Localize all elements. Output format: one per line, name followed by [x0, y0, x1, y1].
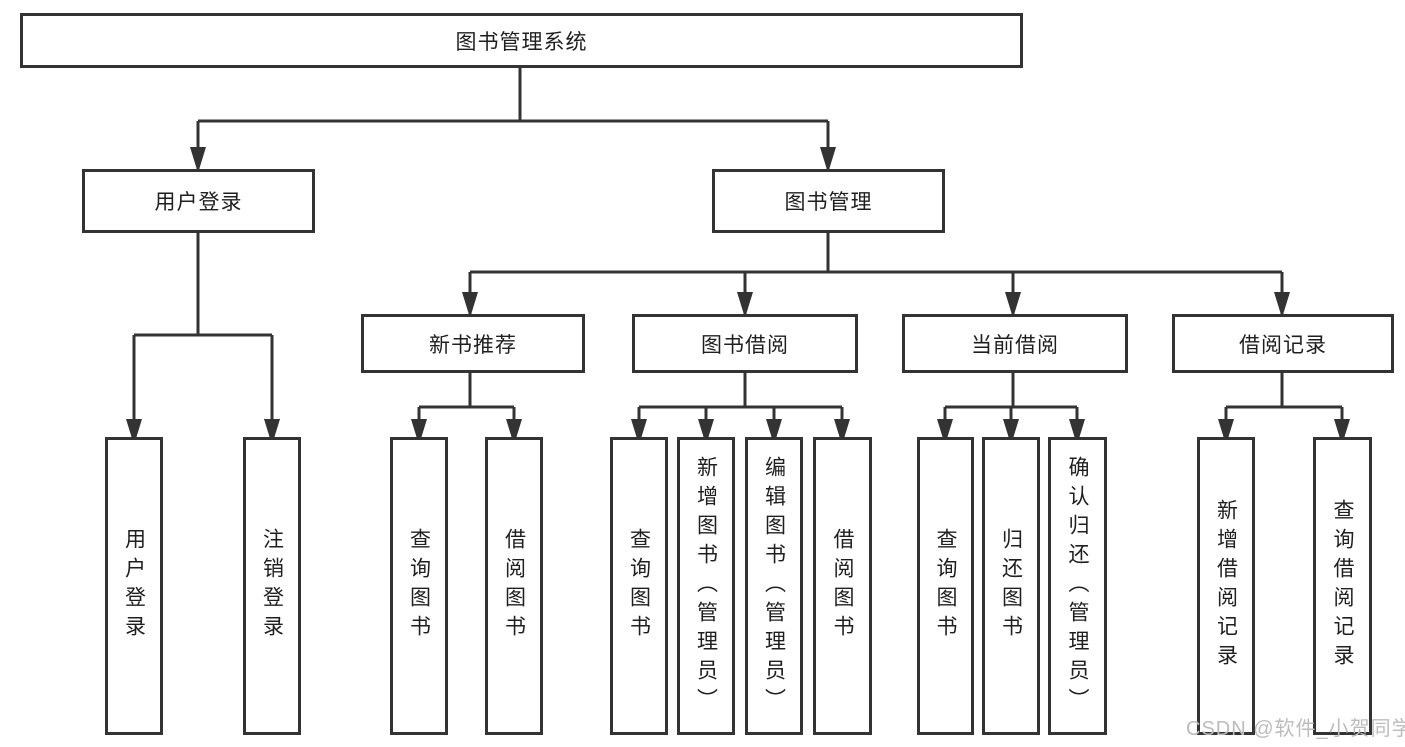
leaf-label: 新增图书（管理员）	[694, 455, 718, 717]
leaf-label: 查询图书	[407, 528, 431, 644]
leaf-borrow-book-borrowing: 借阅图书	[813, 437, 872, 735]
node-book-borrowing: 图书借阅	[632, 314, 858, 373]
node-library-management-system: 图书管理系统	[20, 13, 1023, 68]
leaf-label: 确认归还（管理员）	[1066, 455, 1089, 717]
leaf-add-borrow-record: 新增借阅记录	[1197, 437, 1255, 735]
leaf-label: 注销登录	[260, 528, 284, 644]
leaf-query-book-borrowing: 查询图书	[610, 437, 668, 735]
leaf-label: 借阅图书	[831, 528, 854, 644]
leaf-label: 用户登录	[122, 528, 146, 644]
node-book-management: 图书管理	[712, 169, 945, 233]
leaf-confirm-return-admin: 确认归还（管理员）	[1048, 437, 1107, 735]
leaf-borrow-book-recommend: 借阅图书	[485, 437, 543, 735]
leaf-label: 查询图书	[627, 528, 651, 644]
leaf-label: 新增借阅记录	[1214, 499, 1238, 673]
node-borrowing-records: 借阅记录	[1172, 314, 1394, 373]
node-new-book-recommendation: 新书推荐	[361, 314, 585, 373]
leaf-label: 编辑图书（管理员）	[762, 455, 786, 717]
leaf-label: 借阅图书	[502, 528, 526, 644]
leaf-query-book-recommend: 查询图书	[390, 437, 448, 735]
leaf-query-borrow-record: 查询借阅记录	[1313, 437, 1372, 735]
leaf-edit-book-admin: 编辑图书（管理员）	[745, 437, 803, 735]
leaf-return-book: 归还图书	[982, 437, 1040, 735]
node-user-login: 用户登录	[82, 169, 315, 233]
csdn-watermark: CSDN @软件_小贺同学	[1186, 718, 1405, 740]
leaf-label: 查询图书	[934, 528, 957, 644]
leaf-label: 归还图书	[999, 528, 1023, 644]
node-current-borrowing: 当前借阅	[902, 314, 1128, 373]
leaf-query-book-current: 查询图书	[917, 437, 974, 735]
leaf-user-login: 用户登录	[105, 437, 163, 735]
leaf-logout: 注销登录	[243, 437, 301, 735]
leaf-label: 查询借阅记录	[1331, 499, 1354, 673]
leaf-add-book-admin: 新增图书（管理员）	[677, 437, 735, 735]
